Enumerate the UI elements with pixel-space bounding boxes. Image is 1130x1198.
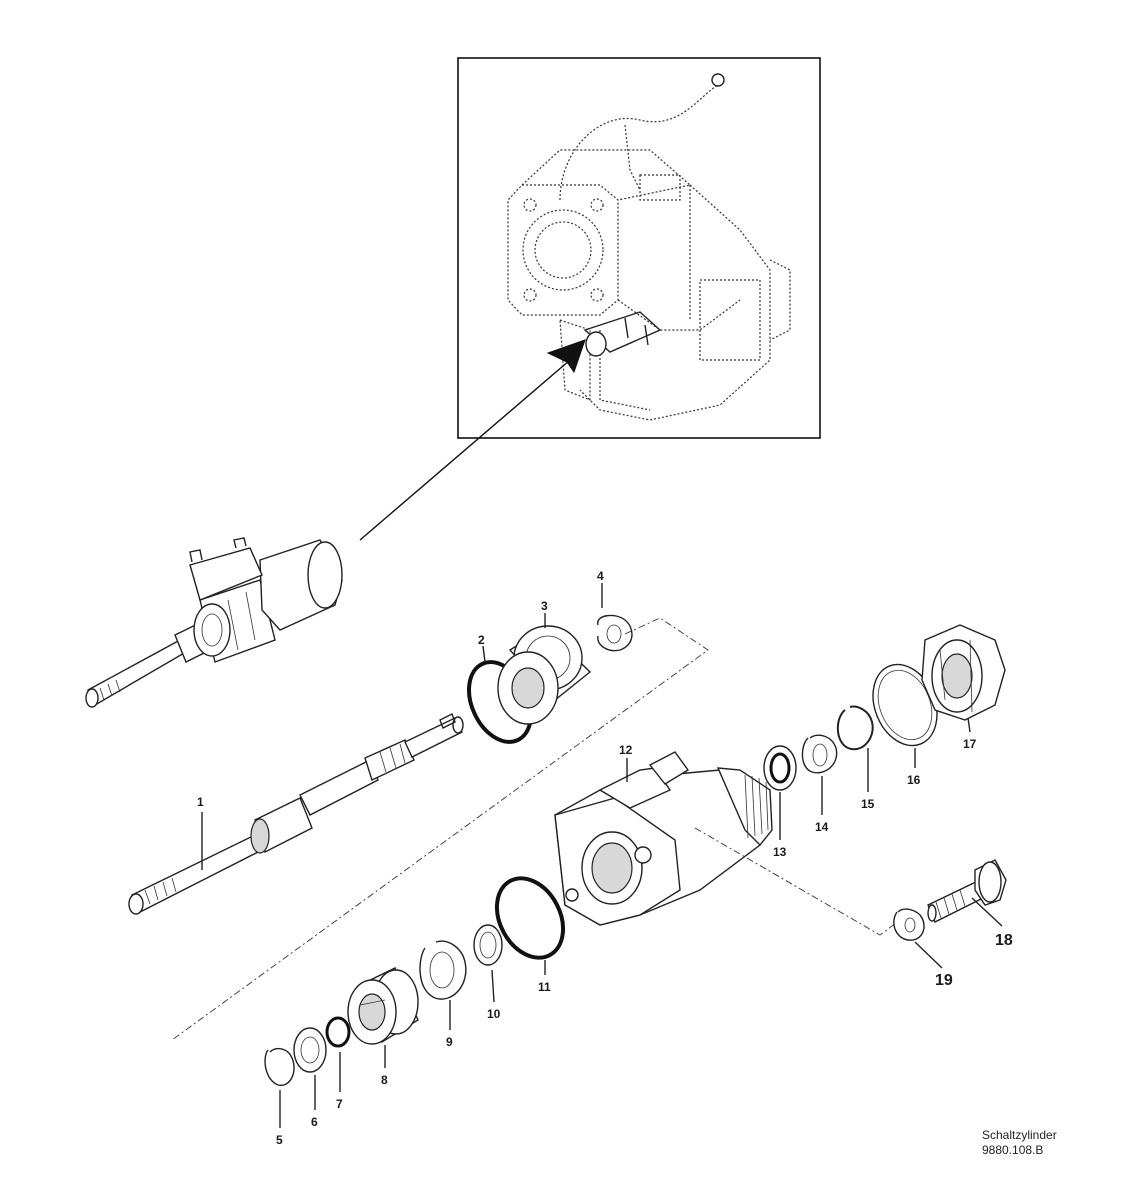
inset-frame (457, 57, 821, 439)
part-labels: 1 2 3 4 5 6 7 8 9 10 11 12 13 14 15 16 1… (197, 569, 1013, 1147)
part-19-washer (893, 908, 925, 941)
label-part-7: 7 (336, 1097, 343, 1111)
part-6-washer (293, 1027, 327, 1073)
label-part-1: 1 (197, 795, 204, 809)
label-part-5: 5 (276, 1133, 283, 1147)
label-part-9: 9 (446, 1035, 453, 1049)
leader-part-17 (967, 717, 971, 733)
inset-leader-line (359, 359, 571, 541)
drawing-caption: Schaltzylinder 9880.108.B (982, 1128, 1057, 1158)
label-part-2: 2 (478, 633, 485, 647)
label-part-11: 11 (538, 980, 551, 994)
gearbox-housing-dotted (507, 73, 791, 421)
leader-part-19 (914, 941, 943, 969)
inset-gearbox-view (457, 57, 821, 439)
part-12-cylinder-housing (554, 751, 773, 926)
label-part-13: 13 (773, 845, 787, 859)
label-part-10: 10 (487, 1007, 501, 1021)
caption-title: Schaltzylinder (982, 1128, 1057, 1142)
leader-part-18 (971, 897, 1003, 927)
leader-part-10 (491, 969, 495, 1003)
label-part-4: 4 (597, 569, 604, 583)
part-17-nut (921, 624, 1006, 721)
part-15-snap-ring (836, 705, 874, 751)
label-part-16: 16 (907, 773, 921, 787)
leader-part-2 (482, 645, 486, 663)
inset-arrow (546, 339, 586, 374)
part-5-circlip (264, 1047, 295, 1086)
part-18-bolt (927, 859, 1007, 923)
part-8-piston (347, 967, 419, 1045)
assembled-shift-cylinder (85, 537, 343, 708)
part-1-shift-shaft (128, 713, 464, 915)
part-7-o-ring (325, 1016, 351, 1048)
part-4-circlip (597, 614, 633, 652)
caption-code: 9880.108.B (982, 1143, 1044, 1157)
part-14-circlip (801, 734, 838, 774)
assembly-line-upper (171, 617, 709, 1041)
part-3-piston (497, 625, 592, 725)
part-11-o-ring (494, 876, 566, 960)
label-part-15: 15 (861, 797, 875, 811)
label-part-6: 6 (311, 1115, 318, 1129)
label-part-18: 18 (995, 932, 1013, 949)
label-part-14: 14 (815, 820, 829, 834)
label-part-12: 12 (619, 743, 633, 757)
label-part-19: 19 (935, 972, 953, 989)
label-part-3: 3 (541, 599, 548, 613)
label-part-8: 8 (381, 1073, 388, 1087)
part-9-circlip (419, 940, 467, 1000)
part-10-ring (473, 924, 503, 966)
part-13-seal (763, 745, 797, 791)
label-part-17: 17 (963, 737, 977, 751)
